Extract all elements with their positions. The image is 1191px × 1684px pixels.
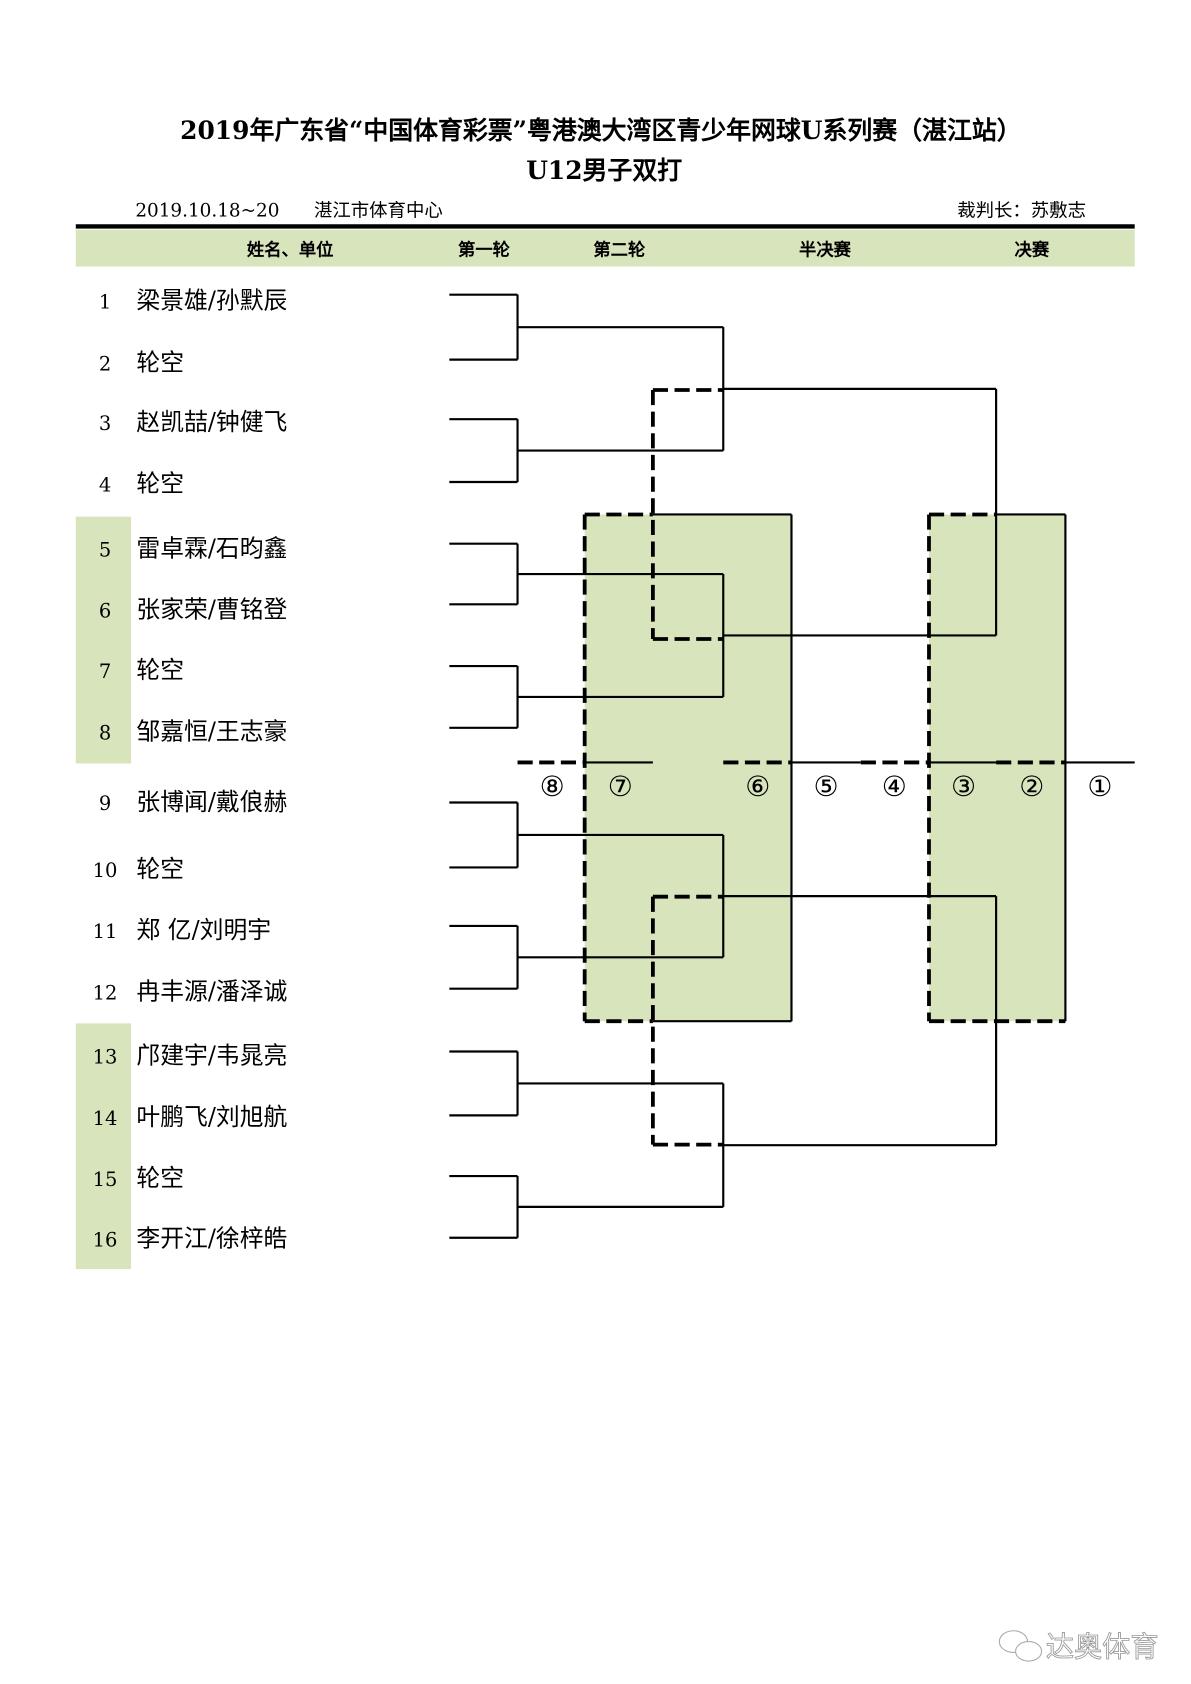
- seed-number: 12: [93, 982, 118, 1005]
- watermark-text: 达奥体育: [1046, 1631, 1159, 1664]
- player-row: 11 郑 亿/刘明宇: [93, 916, 271, 944]
- player-row: 3 赵凯喆/钟健飞: [99, 408, 288, 436]
- player-name: 张博闻/戴俍赫: [136, 788, 287, 816]
- header-round2: 第二轮: [593, 240, 646, 261]
- player-name: 赵凯喆/钟健飞: [136, 408, 287, 436]
- seed-number: 16: [93, 1228, 118, 1251]
- player-row: 15 轮空: [93, 1164, 184, 1192]
- placement-labels: ⑧ ⑦ ⑥ ⑤ ④ ③ ② ①: [540, 770, 1113, 803]
- seed-number: 15: [93, 1168, 118, 1191]
- player-name: 叶鹏飞/刘旭航: [136, 1103, 287, 1131]
- playoff-box-left: [584, 514, 792, 1022]
- player-row: 2 轮空: [99, 348, 184, 376]
- player-name: 轮空: [136, 1164, 184, 1192]
- player-row: 10 轮空: [93, 855, 184, 883]
- place-label: ①: [1087, 770, 1112, 803]
- player-name: 轮空: [136, 855, 184, 883]
- player-name: 张家荣/曹铭登: [136, 595, 287, 623]
- player-name: 邹嘉恒/王志豪: [136, 718, 287, 746]
- place-label: ⑧: [540, 770, 565, 803]
- event-title: U12男子双打: [526, 156, 682, 185]
- seed-number: 8: [99, 722, 111, 745]
- event-venue: 湛江市体育中心: [314, 201, 443, 222]
- player-name: 冉丰源/潘泽诚: [136, 978, 287, 1006]
- player-row: 5 雷卓霖/石昀鑫: [99, 535, 288, 563]
- page-title: 2019年广东省“中国体育彩票”粤港澳大湾区青少年网球U系列赛（湛江站）: [180, 116, 1021, 145]
- header-round1: 第一轮: [458, 240, 511, 261]
- seed-number: 4: [99, 474, 111, 497]
- event-date: 2019.10.18~20: [135, 201, 279, 222]
- player-name: 轮空: [136, 348, 184, 376]
- referee: 裁判长：苏敷志: [957, 201, 1086, 222]
- player-row: 6 张家荣/曹铭登: [99, 595, 288, 623]
- place-label: ⑤: [814, 770, 839, 803]
- player-row: 8 邹嘉恒/王志豪: [99, 718, 288, 746]
- seed-number: 3: [99, 412, 111, 435]
- player-name: 雷卓霖/石昀鑫: [136, 535, 287, 563]
- player-name: 梁景雄/孙默辰: [136, 287, 287, 315]
- player-name: 李开江/徐梓皓: [136, 1224, 287, 1252]
- seed-number: 6: [99, 599, 111, 622]
- place-label: ④: [882, 770, 907, 803]
- player-row: 16 李开江/徐梓皓: [93, 1224, 288, 1252]
- player-row: 4 轮空: [99, 470, 184, 498]
- place-label: ⑦: [608, 770, 633, 803]
- bracket-lines: [449, 293, 1135, 1239]
- seed-number: 9: [99, 792, 111, 815]
- seed-highlight: [75, 1023, 132, 1270]
- player-row: 13 邝建宇/韦晁亮: [93, 1041, 288, 1069]
- player-name: 郑 亿/刘明宇: [136, 916, 271, 944]
- header-final: 决赛: [1015, 240, 1050, 261]
- seed-number: 1: [99, 291, 111, 314]
- player-row: 14 叶鹏飞/刘旭航: [93, 1103, 288, 1131]
- place-label: ②: [1019, 770, 1044, 803]
- player-name: 邝建宇/韦晁亮: [136, 1041, 287, 1069]
- seed-number: 10: [93, 859, 118, 882]
- seed-number: 14: [93, 1107, 118, 1130]
- seed-highlight: [75, 516, 132, 764]
- player-row: 9 张博闻/戴俍赫: [99, 788, 288, 816]
- player-name: 轮空: [136, 470, 184, 498]
- watermark: 达奥体育: [998, 1630, 1159, 1664]
- player-row: 1 梁景雄/孙默辰: [99, 287, 288, 315]
- seed-number: 5: [99, 539, 111, 562]
- header-band: [75, 229, 1135, 267]
- player-row: 12 冉丰源/潘泽诚: [93, 978, 288, 1006]
- place-label: ⑥: [745, 770, 770, 803]
- wechat-icon: [998, 1630, 1043, 1662]
- seed-number: 7: [99, 660, 111, 683]
- player-row: 7 轮空: [99, 656, 184, 684]
- player-list: 1 梁景雄/孙默辰 2 轮空 3 赵凯喆/钟健飞 4 轮空 5 雷卓霖/石昀鑫 6 张家荣/曹铭登 7 轮…: [93, 287, 288, 1253]
- player-name: 轮空: [136, 656, 184, 684]
- place-label: ③: [951, 770, 976, 803]
- seed-number: 2: [99, 352, 111, 375]
- seed-number: 13: [93, 1045, 118, 1068]
- header-semifinal: 半决赛: [799, 240, 852, 261]
- header-name: 姓名、单位: [247, 240, 334, 261]
- seed-number: 11: [93, 920, 118, 943]
